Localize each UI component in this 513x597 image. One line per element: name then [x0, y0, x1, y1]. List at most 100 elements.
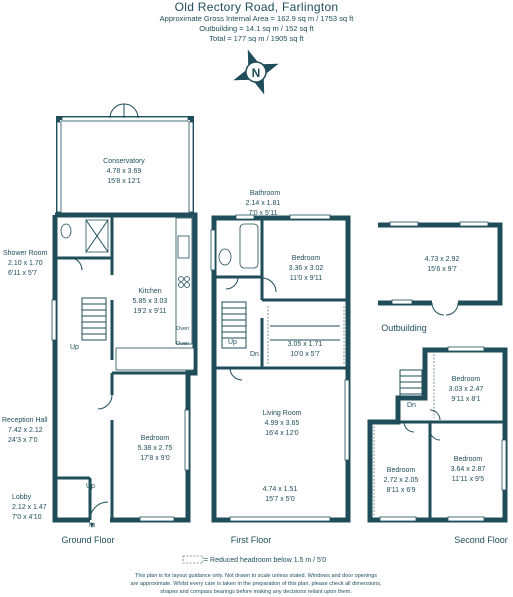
bedroom-door: [261, 277, 277, 293]
reception-hall-name: Reception Hall: [2, 417, 48, 424]
bathroom-window: [235, 214, 255, 220]
ff-stairs-up: Up: [228, 339, 237, 346]
conservatory-window: [56, 121, 62, 213]
reduced-headroom-legend: = Reduced headroom below 1.5 m / 5'0: [204, 557, 326, 564]
sf-bedroom3-metric: 2.72 x 2.05: [384, 477, 419, 484]
bedroom-door: [429, 429, 441, 441]
bedroom-window: [379, 516, 417, 522]
gross-area: Approximate Gross Internal Area = 162.9 …: [159, 14, 354, 23]
living-room-name: Living Room: [263, 410, 302, 417]
ff-bedroom-imperial: 11'0 x 9'11: [290, 275, 322, 282]
oven-label: Oven: [176, 341, 189, 347]
lobby-imperial: 7'0 x 4'10: [12, 514, 42, 521]
bedroom-window: [447, 516, 485, 522]
kitchen-worktop: [115, 347, 195, 371]
total-area: Total = 177 sq m / 1905 sq ft: [209, 34, 304, 43]
outbuilding-window: [459, 221, 489, 227]
sf-bedroom1-imperial: 9'11 x 8'1: [451, 396, 480, 403]
conservatory-metric: 4.78 x 3.69: [107, 168, 142, 175]
front-door: [89, 501, 109, 521]
bedroom-door: [429, 409, 441, 421]
bedroom-window: [447, 346, 485, 352]
ff-store-imperial: 10'0 x 5'7: [290, 351, 320, 358]
ground-floor-stairs: [81, 297, 107, 341]
sf-bedroom1-name: Bedroom: [452, 376, 481, 383]
lobby-stairs-up: Up: [86, 483, 95, 490]
oven-label: Oven: [176, 326, 189, 332]
disclaimer-line1: This plan is for layout guidance only. N…: [135, 573, 377, 579]
outbuilding-window: [389, 221, 419, 227]
lobby-name: Lobby: [12, 494, 32, 501]
sf-bedroom2-imperial: 11'11 x 9'5: [452, 476, 484, 483]
bathroom-imperial: 7'0 x 5'11: [248, 210, 277, 217]
hall-window: [51, 299, 57, 341]
shower-room-name: Shower Room: [3, 250, 48, 257]
first-floor-plan: [210, 214, 351, 523]
north-compass-icon: [233, 49, 279, 95]
ground-floor-plan: [51, 103, 198, 528]
shower-room-metric: 2.10 x 1.70: [8, 260, 43, 267]
compass-north-letter: N: [252, 66, 261, 80]
sf-bedroom2-metric: 3.64 x 2.87: [451, 466, 486, 473]
kitchen-name: Kitchen: [138, 288, 161, 295]
ff-store-metric: 3.05 x 1.71: [288, 341, 323, 348]
sf-bedroom2-name: Bedroom: [454, 456, 483, 463]
kitchen-metric: 5.85 x 3.03: [133, 298, 168, 305]
bathroom-metric: 2.14 x 1.81: [246, 200, 281, 207]
outbuilding-plan: [378, 221, 503, 316]
gf-bedroom-metric: 5.38 x 2.75: [138, 445, 173, 452]
hob-ring: [178, 276, 184, 282]
ff-bedroom-name: Bedroom: [292, 255, 321, 262]
ground-floor-label: Ground Floor: [61, 535, 114, 545]
shower-room-imperial: 6'11 x 5'7: [8, 270, 37, 277]
entrance-label: IN: [89, 523, 95, 529]
disclaimer-line2: are approximate. Whilst every care is ta…: [131, 581, 382, 587]
hob-ring: [184, 282, 190, 288]
outbuilding-label: Outbuilding: [381, 323, 427, 333]
second-floor-plan: [367, 346, 508, 523]
bathroom-wc: [218, 248, 232, 266]
bathroom-name: Bathroom: [250, 190, 281, 197]
first-floor-label: First Floor: [231, 535, 272, 545]
bedroom-window: [184, 409, 190, 471]
sf-bedroom1-metric: 3.03 x 2.47: [449, 386, 484, 393]
bedroom-door: [403, 421, 415, 433]
hob-ring: [184, 276, 190, 282]
living-room-window: [344, 379, 350, 461]
shower-room-wc: [60, 223, 72, 239]
bathroom-door: [225, 276, 239, 290]
living-room-window: [229, 516, 331, 522]
outbuilding-area: Outbuilding = 14.1 sq m / 152 sq ft: [199, 24, 314, 33]
second-floor-stairs: [399, 369, 423, 399]
bedroom-window: [501, 439, 507, 491]
living-room-imperial: 16'4 x 12'0: [265, 430, 299, 437]
conservatory-window: [61, 116, 189, 122]
bedroom-window: [139, 516, 175, 522]
gf-bedroom-imperial: 17'8 x 9'0: [140, 455, 170, 462]
bath-tub: [239, 223, 259, 269]
conservatory-imperial: 15'8 x 12'1: [107, 178, 141, 185]
outbuilding-doors: [431, 302, 459, 316]
shower-room-door: [69, 257, 83, 271]
outbuilding-window: [391, 299, 413, 305]
conservatory-french-doors: [109, 103, 139, 119]
entrance-arrow-icon: [90, 523, 94, 528]
ff-recess-metric: 4.74 x 1.51: [263, 486, 298, 493]
conservatory-window: [188, 121, 194, 213]
gf-bedroom-name: Bedroom: [141, 435, 170, 442]
outbuilding-metric: 4.73 x 2.92: [425, 256, 460, 263]
kitchen-imperial: 19'2 x 9'11: [134, 308, 167, 315]
ff-bedroom-metric: 3.36 x 3.02: [289, 265, 324, 272]
second-floor-label: Second Floor: [454, 535, 508, 545]
reception-hall-imperial: 24'3 x 7'0: [8, 437, 38, 444]
ff-recess-imperial: 15'7 x 5'0: [265, 496, 295, 503]
outbuilding-walls: [378, 222, 503, 306]
living-room-metric: 4.99 x 3.65: [265, 420, 300, 427]
first-floor-stairs: [221, 301, 247, 349]
hob-ring: [178, 282, 184, 288]
bathroom-window: [210, 229, 216, 271]
outbuilding-imperial: 15'6 x 9'7: [427, 266, 457, 273]
bedroom-window: [289, 214, 331, 220]
disclaimer-line3: shapes and compass bearings before makin…: [160, 589, 352, 595]
